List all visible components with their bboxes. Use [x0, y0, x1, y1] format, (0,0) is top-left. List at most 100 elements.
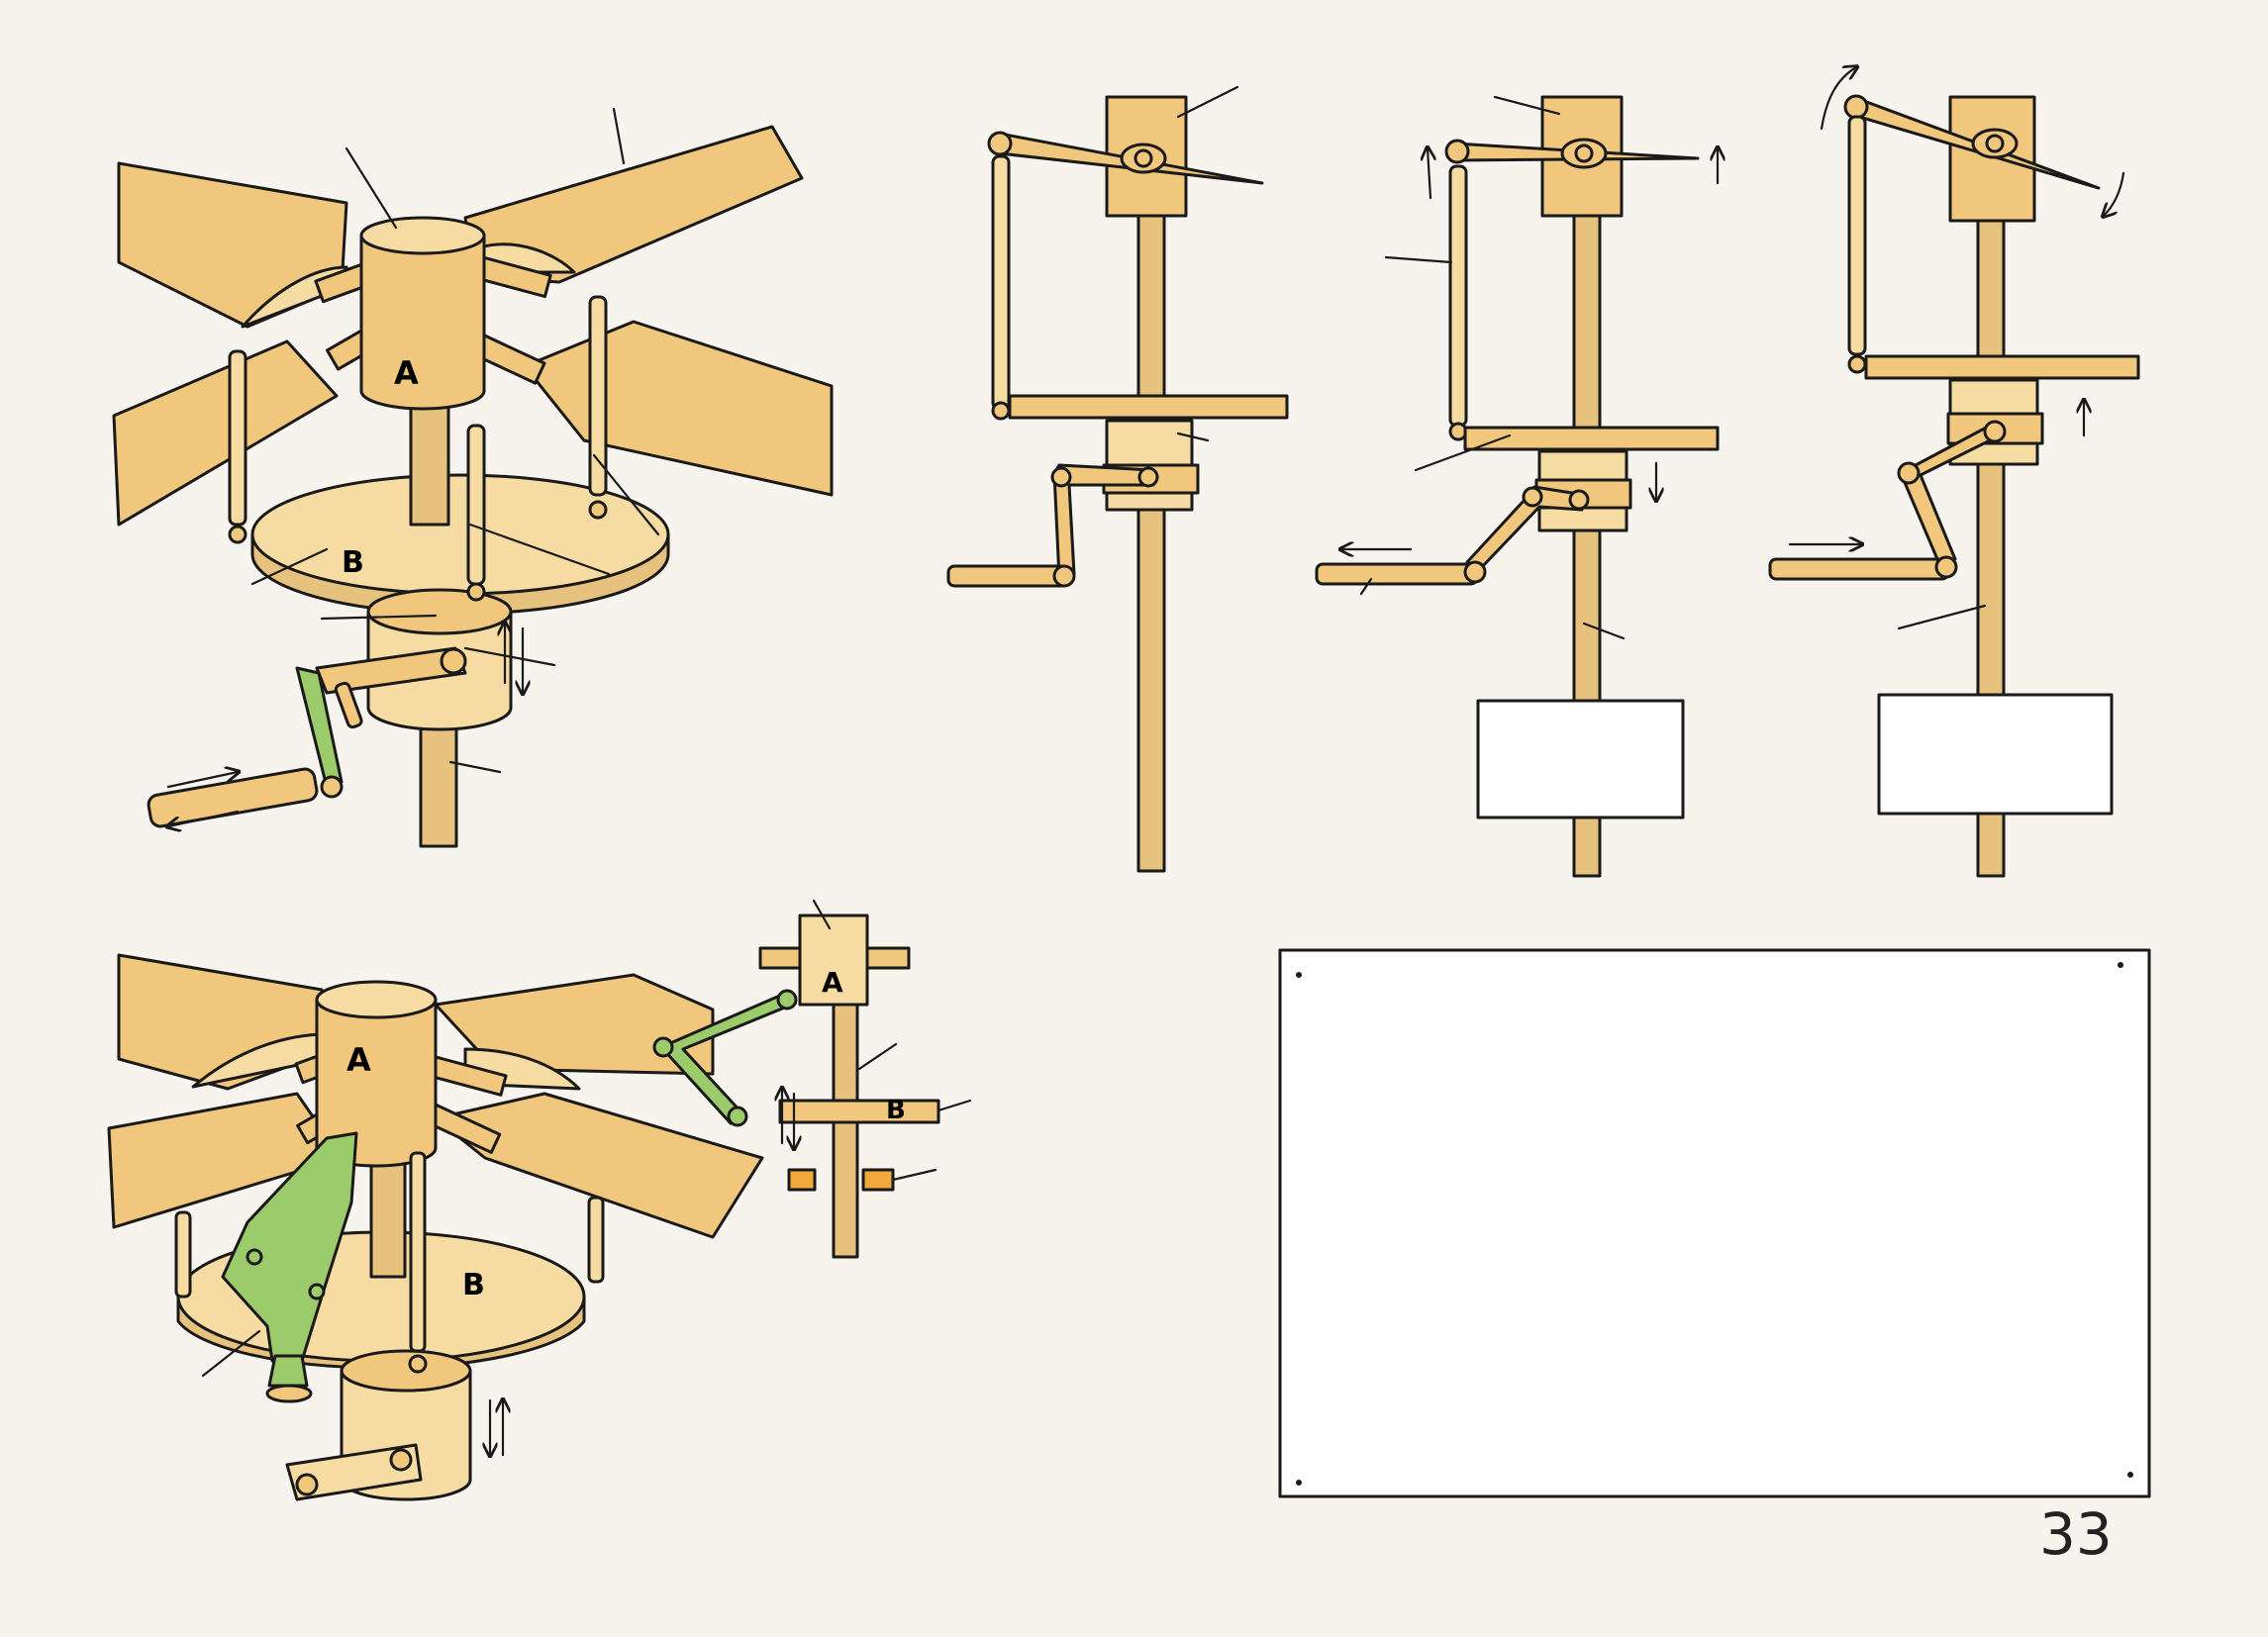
crank-pivot: [1137, 466, 1159, 488]
bracket-pin: [246, 1248, 263, 1266]
crank-pivot: [295, 1473, 319, 1496]
leader-line: [812, 899, 832, 930]
hub-a-top: [315, 980, 438, 1019]
pitch-rod-right: [588, 295, 608, 497]
leader-line: [891, 1168, 937, 1182]
page-number: 33: [2039, 1500, 2113, 1568]
crank-pivot: [1522, 486, 1543, 508]
crank-knob: [334, 681, 363, 729]
figure-side-schematic: A B: [652, 899, 972, 1259]
top-block: [1948, 95, 2036, 223]
bracket-pin: [308, 1283, 326, 1300]
hub-a-label: A: [394, 354, 419, 392]
arrow-rotate-left: [1428, 148, 1430, 200]
linkage-pivot: [727, 1106, 748, 1127]
leader-line: [1384, 255, 1453, 264]
stop-block-right: [861, 1168, 895, 1192]
leader-line: [857, 1042, 898, 1071]
lever-pivot: [987, 131, 1013, 156]
connecting-rod: [1847, 115, 1867, 356]
leader-line: [448, 760, 502, 774]
rod-joint: [228, 525, 247, 544]
stop-block-left: [787, 1168, 817, 1192]
leader-line: [463, 646, 556, 667]
crank-link: [315, 646, 467, 695]
crank-pivot: [1897, 461, 1921, 485]
block-b-label: B: [886, 1096, 906, 1125]
push-rod: [1768, 557, 1950, 581]
rod-joint: [466, 582, 486, 602]
frame-corner-dot: [1296, 1480, 1302, 1486]
vertical-shaft: [1136, 206, 1166, 873]
leader-line: [1176, 85, 1239, 119]
blade-front-right: [434, 1092, 764, 1239]
figure-rotor-assembly-top: B A: [112, 107, 834, 848]
rod-joint: [991, 401, 1011, 421]
leader-line: [937, 1099, 972, 1112]
rod-joint: [1847, 354, 1867, 374]
leader-line: [320, 614, 438, 621]
arrow-pull: [168, 810, 240, 826]
figure-linkage-stage-3: [1768, 67, 2140, 878]
lower-collar-top: [340, 1349, 472, 1393]
leader-line: [592, 453, 660, 536]
rod-joint: [408, 1354, 428, 1374]
rod-joint: [588, 500, 608, 520]
connecting-rod: [991, 154, 1011, 411]
leader-line: [1493, 95, 1561, 116]
figure-linkage-stage-1: [946, 85, 1289, 873]
empty-answer-panel: [1278, 948, 2151, 1498]
crank-pivot: [1983, 420, 2007, 443]
crank-pivot: [389, 1448, 413, 1472]
pitch-rod-left: [174, 1210, 192, 1299]
crank-plate: [285, 1443, 423, 1501]
cross-bar: [1864, 354, 2140, 380]
lever-hub-pin: [1574, 144, 1594, 163]
blank-frame: [1278, 948, 2151, 1498]
block-b-bar: [778, 1099, 940, 1124]
lever-hub-pin: [1134, 148, 1153, 168]
push-rod-joint: [1463, 560, 1487, 584]
push-rod-joint: [320, 775, 344, 799]
hub-a-label: A: [346, 1041, 371, 1079]
arrow-rotate-up: [1820, 67, 1856, 131]
figure-linkage-stage-2: [1315, 95, 1720, 878]
leader-line: [612, 107, 626, 165]
empty-label-box: [1877, 693, 2114, 816]
green-bracket-foot: [267, 1354, 309, 1388]
connecting-rod: [1448, 164, 1468, 428]
figure-rotor-assembly-bottom: B A: [107, 953, 764, 1501]
pitch-rod-center: [409, 1151, 427, 1353]
frame-corner-dot: [2118, 962, 2123, 968]
leader-line: [1359, 577, 1373, 596]
leader-line: [468, 523, 611, 576]
linkage-pivot: [652, 1036, 674, 1058]
frame-corner-dot: [1296, 972, 1302, 978]
cross-bar: [1463, 426, 1720, 451]
push-rod: [147, 767, 319, 828]
pitch-rod-center: [466, 424, 486, 586]
push-rod: [1315, 562, 1479, 586]
leader-line: [250, 547, 329, 586]
plate-b-label: B: [462, 1268, 485, 1302]
lower-collar-top: [366, 588, 513, 635]
hub-a-top: [359, 216, 486, 255]
linkage-pivot: [776, 989, 798, 1011]
arrow-rotate-down: [2104, 171, 2125, 216]
bracket-base: [265, 1384, 313, 1403]
leader-line: [201, 1329, 261, 1378]
empty-label-box: [1476, 699, 1685, 819]
lever-pivot: [1444, 139, 1470, 164]
crank-pivot: [1568, 489, 1590, 511]
crank-pivot: [1050, 466, 1072, 488]
leader-line: [1414, 433, 1512, 472]
plate-b-label: B: [342, 545, 364, 580]
main-shaft: [369, 1161, 407, 1279]
push-rod: [946, 564, 1069, 588]
push-rod-joint: [1052, 564, 1076, 588]
leader-line: [1897, 604, 1987, 630]
cross-bar: [1008, 394, 1289, 420]
leader-line: [1176, 432, 1210, 442]
crank-pivot: [440, 647, 467, 675]
